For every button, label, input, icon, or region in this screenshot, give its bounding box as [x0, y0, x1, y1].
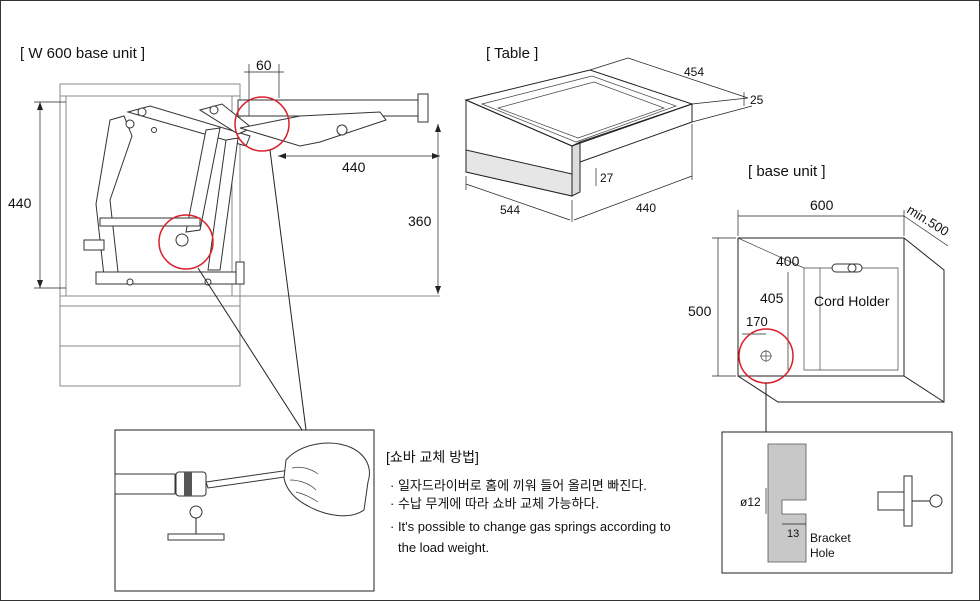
- note-block: [쇼바 교체 방법] · 일자드라이버로 홈에 끼워 들어 올리면 빠진다. ·…: [386, 449, 671, 555]
- lift-arm-rear: [95, 115, 133, 277]
- detail-clip-band: [184, 472, 192, 496]
- table-front-plate: [417, 93, 429, 123]
- dim-25-label: 25: [750, 93, 764, 107]
- pivot-4: [151, 127, 157, 133]
- cord-holder-slot: [831, 263, 863, 273]
- note-line-1: · 일자드라이버로 홈에 끼워 들어 올리면 빠진다.: [390, 478, 647, 493]
- dim-440-table-label: 440: [636, 201, 656, 215]
- base-outer: [737, 237, 945, 403]
- detail-circle-top: [234, 96, 290, 152]
- dim-405-label: 405: [760, 290, 784, 306]
- detail-circle-spring: [158, 214, 214, 270]
- bracket-frame: [721, 431, 953, 574]
- dim454-line: [627, 57, 749, 99]
- table-tray-bottom: [496, 81, 666, 139]
- cord-holder-pin: [847, 263, 857, 273]
- dim-27-label: 27: [600, 171, 614, 185]
- pivot-6: [126, 278, 134, 286]
- dim-454-label: 454: [684, 65, 704, 79]
- bracket-dim-13: 13: [787, 528, 799, 540]
- dim544-line: [465, 183, 571, 221]
- bracket-dim-12: ø12: [740, 495, 761, 509]
- table-drawing: [ Table ] 454 25 27 544 440: [464, 45, 764, 222]
- note-line-2: · 수납 무게에 따라 쇼바 교체 가능하다.: [390, 496, 599, 511]
- lift-arm-outer: [239, 111, 387, 147]
- w600-title: [ W 600 base unit ]: [20, 45, 145, 62]
- note-line-3: · It's possible to change gas springs ac…: [390, 519, 671, 534]
- dim-500-label: 500: [688, 303, 712, 319]
- dim-600-label: 600: [810, 197, 834, 213]
- leader-line-2: [197, 267, 303, 431]
- detail-box: [114, 429, 375, 592]
- gas-spring-mount: [175, 233, 189, 247]
- dim-440-h-label: 440: [342, 159, 366, 175]
- dimmin500-line: [903, 215, 949, 247]
- table-front-edge: [571, 141, 581, 197]
- pivot-5: [336, 124, 348, 136]
- cabinet-body: [59, 83, 241, 387]
- bracket-detail: ø12 13 Bracket Hole: [721, 431, 953, 574]
- base-title: [ base unit ]: [748, 163, 826, 180]
- dim-400-label: 400: [776, 253, 800, 269]
- base-back-panel: [803, 267, 899, 371]
- base-front: [737, 238, 905, 377]
- dim-60-label: 60: [256, 57, 272, 73]
- rear-bracket: [83, 239, 105, 251]
- bracket-label-1: Bracket: [810, 531, 851, 545]
- leader-line-1: [269, 149, 307, 431]
- dim454-ext-right: [691, 97, 749, 105]
- table-tray-inner: [480, 75, 678, 143]
- dim454-ext-left: [589, 57, 629, 71]
- detail-frame: [114, 429, 375, 592]
- table-title: [ Table ]: [486, 45, 538, 62]
- dim25-ext: [691, 105, 753, 123]
- pivot-3: [209, 105, 219, 115]
- base-bottom-edge: [903, 375, 945, 403]
- screwdriver-shaft: [205, 469, 293, 489]
- dim-544-label: 544: [500, 203, 520, 217]
- dim-170-label: 170: [746, 314, 768, 329]
- detail-ball: [189, 505, 203, 519]
- bracket-plate: [767, 443, 807, 563]
- table-top: [237, 99, 419, 117]
- dim-360-label: 360: [408, 213, 432, 229]
- dim-440-v-label: 440: [8, 195, 32, 211]
- table-front-lower: [465, 149, 573, 197]
- bracket-label-2: Hole: [810, 546, 835, 560]
- front-stop: [235, 261, 245, 285]
- support-arm: [207, 137, 239, 271]
- pivot-1: [137, 107, 147, 117]
- detail-ball-base: [167, 533, 225, 541]
- table-side: [579, 103, 693, 163]
- cord-holder-label: Cord Holder: [814, 293, 890, 309]
- dim440t-line: [573, 175, 693, 221]
- stud-ball: [929, 494, 943, 508]
- base-unit-drawing: [ base unit ] Cord Holder 600 min.500 50…: [688, 163, 952, 432]
- detail-cylinder: [114, 473, 176, 495]
- stud-flange: [903, 475, 913, 527]
- cross-bar: [99, 217, 201, 227]
- hand-fingers: [289, 466, 319, 503]
- w600-drawing: [ W 600 base unit ]: [8, 45, 441, 431]
- hand: [283, 442, 370, 517]
- stud-body: [877, 491, 905, 511]
- note-heading: [쇼바 교체 방법]: [386, 449, 479, 465]
- gas-spring-body: [185, 127, 221, 233]
- dim-min500-label: min.500: [904, 202, 951, 239]
- base-inner-diag: [737, 237, 805, 269]
- base-rail: [95, 271, 241, 285]
- note-line-4: the load weight.: [398, 540, 489, 555]
- pivot-2: [125, 119, 135, 129]
